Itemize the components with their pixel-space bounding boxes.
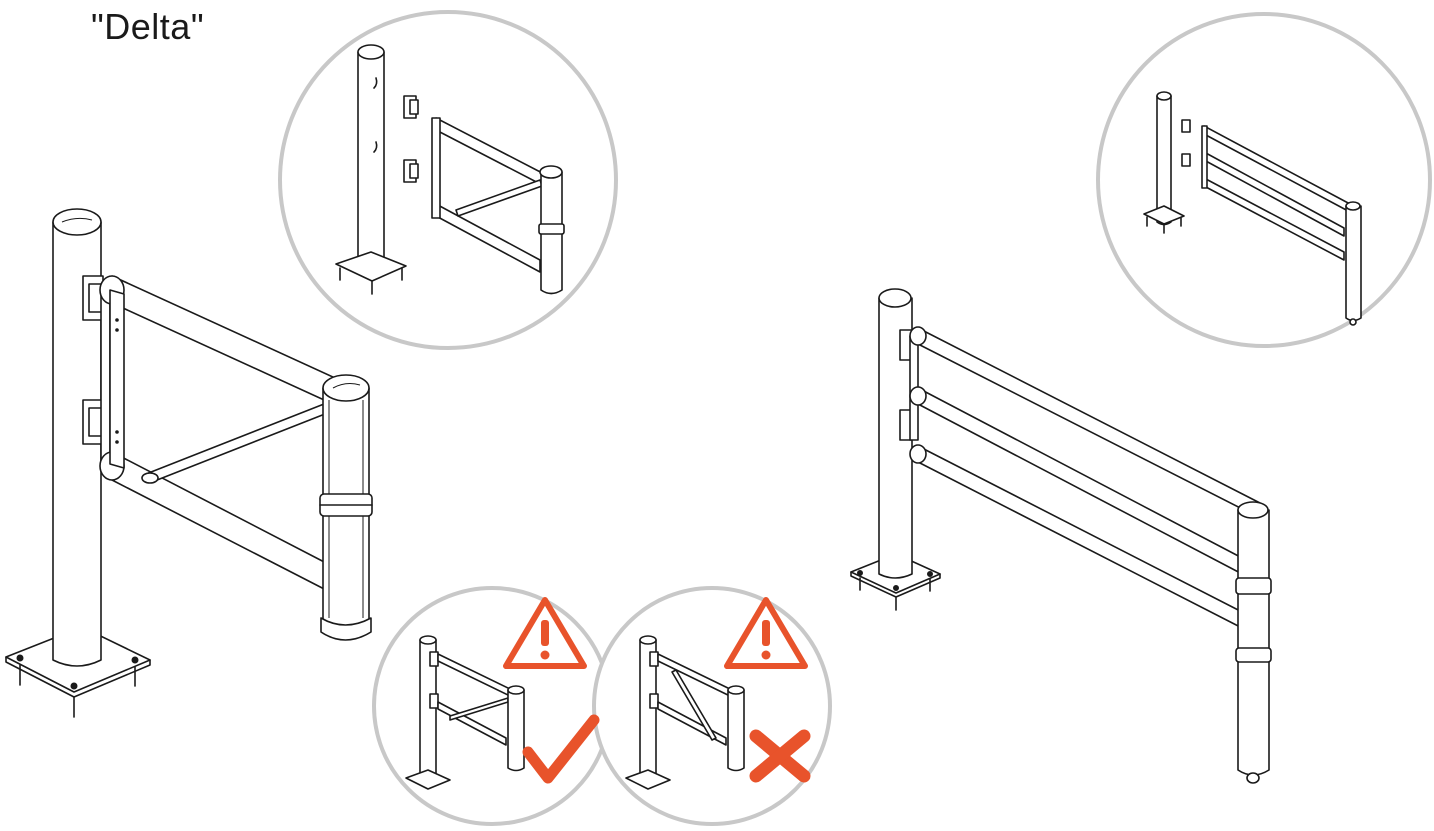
detail-circle-wrong [592, 586, 832, 826]
page-title: "Delta" [91, 6, 205, 47]
delta-wide-gate [850, 288, 1272, 784]
cross-icon [749, 729, 811, 783]
check-icon [522, 714, 600, 784]
detail-circle-correct [372, 586, 612, 826]
detail-circle-exploded-wide [1096, 12, 1432, 348]
warning-triangle-icon [503, 597, 587, 669]
delta-single-gate [5, 208, 373, 718]
warning-triangle-icon [724, 597, 808, 669]
detail-circle-exploded-single [278, 10, 618, 350]
